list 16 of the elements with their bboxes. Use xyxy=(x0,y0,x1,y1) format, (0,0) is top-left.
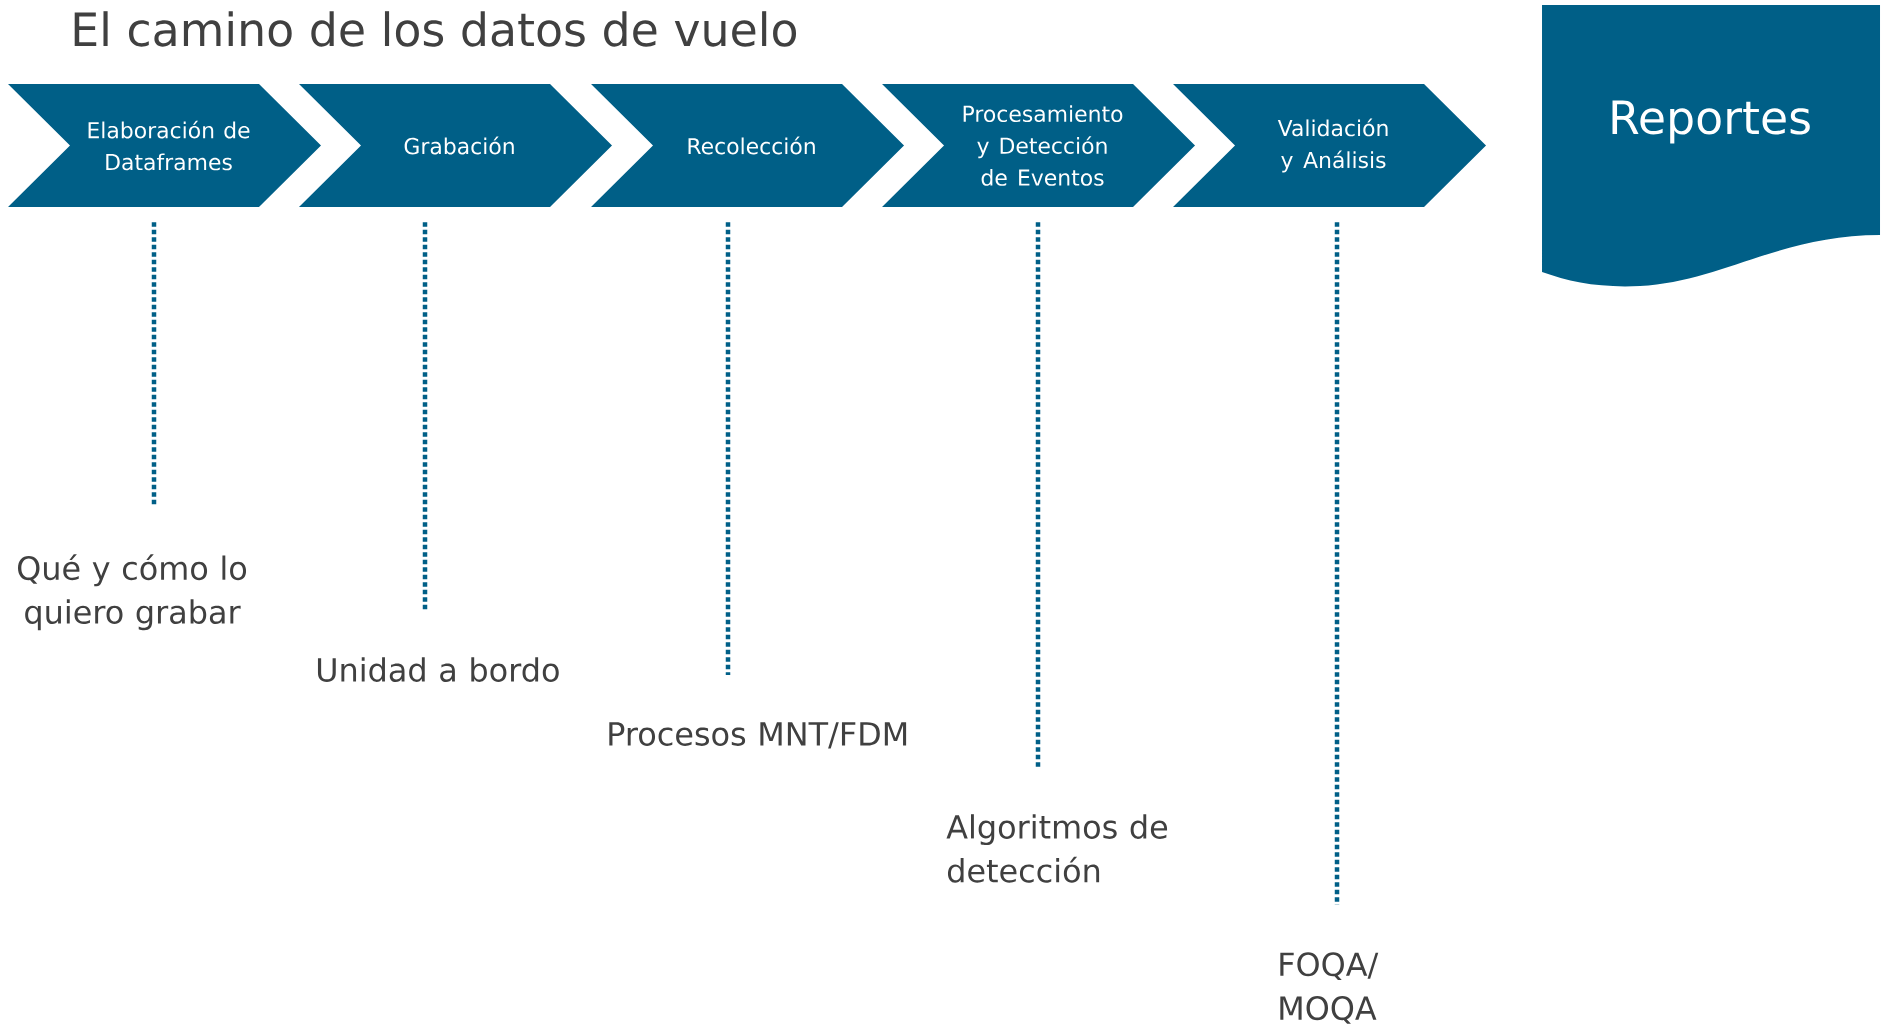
leader-line xyxy=(151,222,157,507)
leader-line xyxy=(1035,222,1041,767)
leader-line xyxy=(422,222,428,610)
title: El camino de los datos de vuelo xyxy=(74,11,797,47)
step-note: Algoritmos de detección xyxy=(946,814,1168,883)
leader-line xyxy=(725,222,731,675)
step-note: Qué y cómo lo quiero grabar xyxy=(18,554,247,631)
process-step: Validación y Análisis xyxy=(1173,84,1486,207)
step-note: Unidad a bordo xyxy=(317,657,559,682)
step-note: Procesos MNT/FDM xyxy=(609,722,907,749)
step-note: FOQA/ MOQA xyxy=(1280,952,1379,1024)
leader-line xyxy=(1334,222,1340,905)
process-step: Elaboración de Dataframes xyxy=(8,84,321,207)
process-step: Grabación xyxy=(299,84,612,207)
process-step: Procesamiento y Detección de Eventos xyxy=(882,84,1195,207)
process-step: Recolección xyxy=(591,84,904,207)
